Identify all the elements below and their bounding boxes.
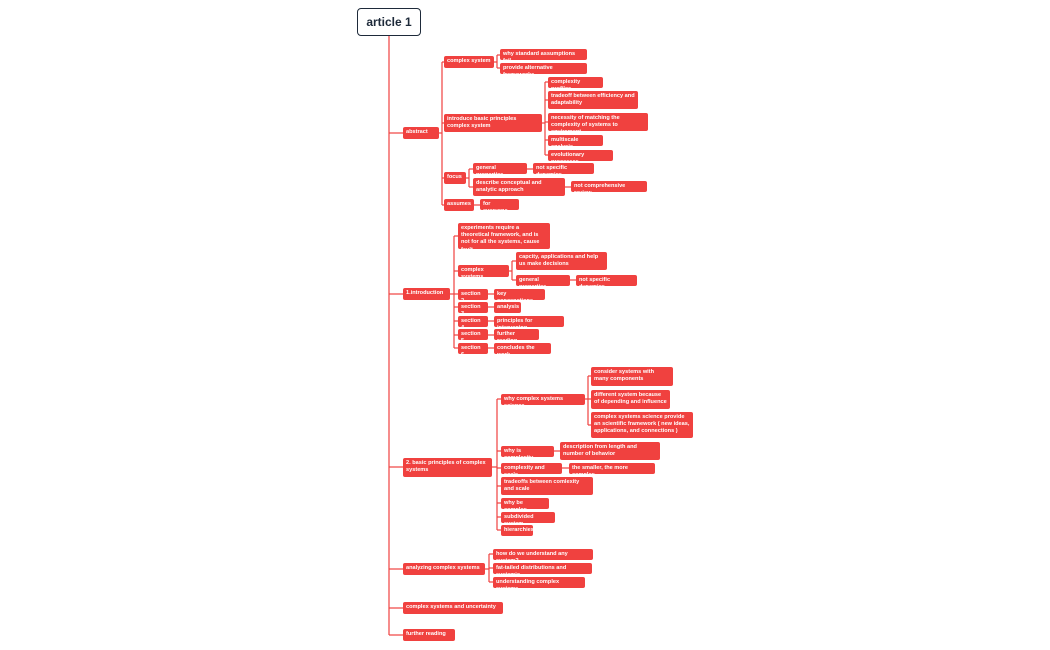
node-for-everyone[interactable]: for everyone [480,199,519,210]
node-capacity-applications[interactable]: capcity, applications and help us make d… [516,252,607,270]
node-section-4[interactable]: section 4 [458,316,488,327]
node-provide-alternative[interactable]: provide alternative frameworks [500,63,587,74]
node-smaller-more-complex[interactable]: the smaller, the more complex [569,463,655,474]
node-introduce-basic-principles[interactable]: introduce basic principles complex syste… [444,114,542,132]
node-analysis[interactable]: analysis [494,302,521,313]
node-subdivided-system[interactable]: subdivided system [501,512,555,523]
node-evolutionary-processes[interactable]: evolutionary processes [548,150,613,161]
node-complex-systems-uncertainty[interactable]: complex systems and uncertainty [403,602,503,614]
node-hierarchies[interactable]: hierarchies [501,525,533,536]
node-complexity-profiles[interactable]: complexity profiles [548,77,603,88]
node-section-5[interactable]: section 5 [458,329,488,340]
node-why-be-complex[interactable]: why be complex [501,498,549,509]
node-why-complex-systems-science[interactable]: why complex systems science [501,394,585,405]
node-understanding-complex-systems[interactable]: understanding complex systems [493,577,585,588]
node-how-do-we-understand[interactable]: how do we understand any system? [493,549,593,560]
node-focus[interactable]: focus [444,172,466,184]
node-abstract[interactable]: abstract [403,127,439,139]
node-principles-intervening[interactable]: principles for intervening [494,316,564,327]
node-further-reading-intro[interactable]: further reading [494,329,539,340]
node-section-2[interactable]: section 2 [458,289,488,300]
node-section-3[interactable]: section 3 [458,302,488,313]
node-general-properties-2[interactable]: general properties [516,275,570,286]
node-not-specific-dynamics-2[interactable]: not specific dynamics [576,275,637,286]
node-basic-principles[interactable]: 2. basic principles of complex systems [403,458,492,477]
node-complex-systems[interactable]: complex systems [458,265,509,277]
node-consider-systems[interactable]: consider systems with many components [591,367,673,386]
node-not-specific-dynamics[interactable]: not specific dynamics [533,163,594,174]
node-assumes[interactable]: assumes [444,199,474,211]
node-analyzing-complex-systems[interactable]: analyzing complex systems [403,563,485,575]
node-section-6[interactable]: section 6 [458,343,488,354]
node-concludes-work[interactable]: concludes the work [494,343,551,354]
node-why-is-complexity[interactable]: why is complexity [501,446,554,457]
root-node-title[interactable]: article 1 [357,8,421,36]
node-complexity-and-scale[interactable]: complexity and scale [501,463,562,474]
node-necessity-matching[interactable]: necessity of matching the complexity of … [548,113,648,131]
node-key-conceptions[interactable]: key concepetions [494,289,545,300]
node-fat-tailed-distributions[interactable]: fat-tailed distributions and systemic [493,563,592,574]
node-tradeoff-efficiency[interactable]: tradeoff between efficiency and adaptabi… [548,91,638,109]
node-introduction[interactable]: 1.introduction [403,288,450,300]
node-not-comprehensive-review[interactable]: not comprehensive review [571,181,647,192]
node-why-assumptions-fail[interactable]: why standard assumptions fail [500,49,587,60]
node-further-reading[interactable]: further reading [403,629,455,641]
node-experiments-require[interactable]: experiments require a theoretical framew… [458,223,550,249]
node-complex-system[interactable]: complex system [444,56,494,68]
node-different-system[interactable]: different system because of depending an… [591,390,670,409]
node-tradeoffs-complexity-scale[interactable]: tradeoffs between comlexity and scale [501,477,593,495]
node-describe-conceptual[interactable]: describe conceptual and analytic approac… [473,178,565,196]
node-general-properties[interactable]: general properties [473,163,527,174]
node-multiscale-analysis[interactable]: multiscale analysis [548,135,603,146]
node-css-provide-framework[interactable]: complex systems science provide an scien… [591,412,693,438]
node-description-length[interactable]: description from length and number of be… [560,442,660,460]
